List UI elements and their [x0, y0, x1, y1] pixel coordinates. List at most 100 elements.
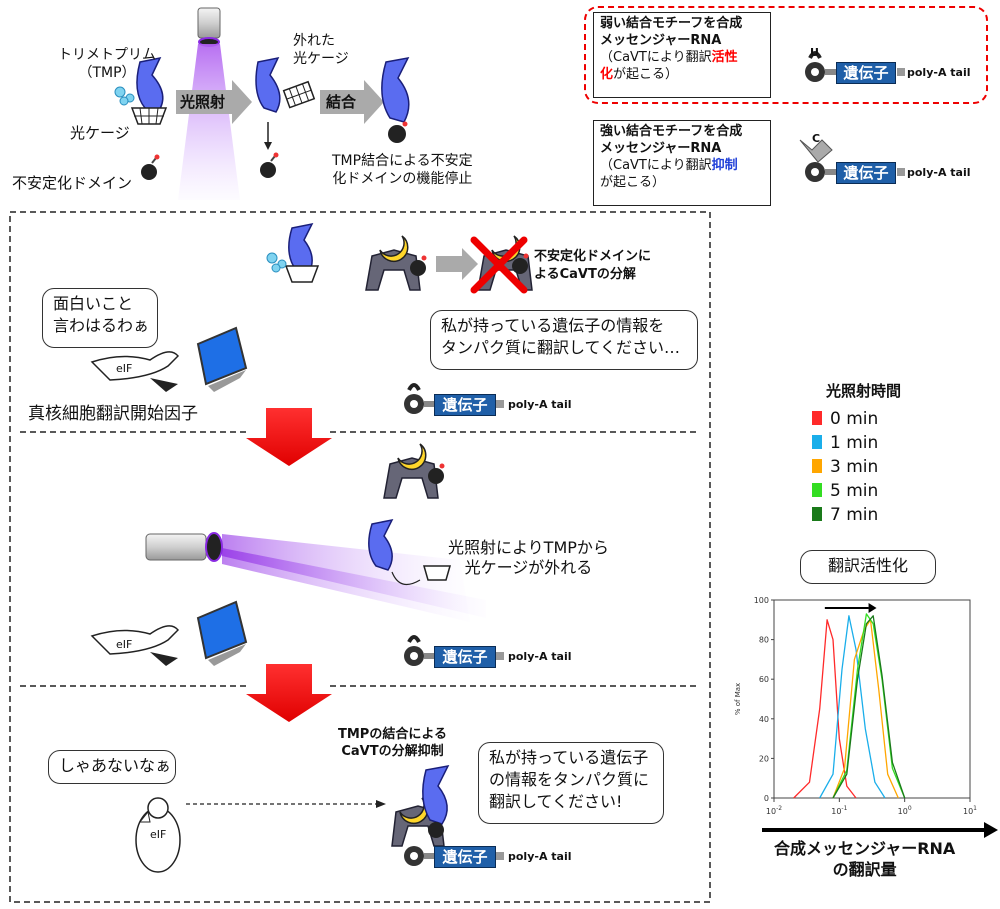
released-cage-icon: [282, 80, 316, 109]
bomb-icon: [141, 154, 160, 180]
weak-highlight-frame: [584, 6, 988, 104]
legend-swatch: [812, 483, 822, 497]
tmp-fish-icon: [255, 56, 281, 113]
gene-box: 遺伝子: [836, 162, 896, 184]
gray-arrow: [436, 248, 478, 280]
arrow-line: [391, 571, 421, 586]
cavt-icon: [383, 443, 445, 499]
flashlight-icon: [145, 532, 223, 562]
weak-box-text-end: が起こる）: [613, 67, 679, 82]
cavt-icon: [365, 235, 427, 291]
mrna-icon: [404, 383, 504, 414]
monitor-icon: [196, 326, 248, 392]
eif-caption: 真核細胞翻訳開始因子: [28, 404, 198, 424]
tmp-fish-icon: [381, 56, 410, 123]
y-tick-label: 80: [759, 636, 769, 645]
activation-arrowhead: [868, 603, 877, 613]
eif-tag: eIF: [116, 638, 133, 651]
x-tick-label: 101: [963, 805, 977, 816]
strong-highlight-text: 抑制: [711, 158, 738, 173]
polya-tail-label: poly-A tail: [508, 398, 572, 411]
legend-item: 1 min: [812, 432, 878, 454]
cavt-complex-icon: [391, 764, 450, 847]
polya-tail-label: poly-A tail: [508, 650, 572, 663]
chart-annotation: 翻訳活性化: [800, 550, 936, 584]
y-tick-label: 0: [764, 794, 769, 803]
eif-tag: eIF: [150, 828, 167, 841]
red-down-arrow: [246, 408, 332, 466]
mrna-weak-icon: [805, 51, 905, 82]
mrna-strong-icon: [799, 139, 905, 182]
strong-box-title: 強い結合モチーフを合成 メッセンジャーRNA: [600, 124, 743, 156]
x-tick-label: 10-1: [831, 805, 847, 816]
bomb-icon: [388, 121, 408, 143]
legend-title: 光照射時間: [826, 382, 902, 400]
weak-box-text: （CaVTにより翻訳: [600, 50, 712, 65]
y-tick-label: 100: [754, 596, 769, 605]
legend-swatch: [812, 459, 822, 473]
cap-u-label: U: [810, 46, 819, 59]
bubbles-icon: [266, 252, 287, 273]
photocage-label: 光ケージ: [70, 124, 130, 142]
penguin-speech-bubble: しゃあないなぁ: [48, 750, 176, 784]
x-tick-label: 100: [898, 805, 912, 816]
polya-tail-label: poly-A tail: [907, 166, 971, 179]
y-tick-label: 20: [759, 754, 769, 763]
polya-tail-label: poly-A tail: [508, 850, 572, 863]
y-tick-label: 60: [759, 675, 769, 684]
flashlight-icon: [197, 7, 221, 47]
cavt-degraded-icon: [470, 235, 533, 294]
photocage-basket-icon: [130, 107, 168, 125]
irradiation-arrow: [176, 80, 252, 124]
photocage-basket-icon: [423, 565, 451, 581]
cap-c-label: C: [812, 132, 821, 145]
monitor-icon: [196, 600, 248, 666]
legend-item: 5 min: [812, 480, 878, 502]
destab-label: 不安定化ドメイン: [12, 174, 133, 192]
tmp-label: トリメトプリム （TMP）: [58, 47, 156, 81]
plot-frame: [773, 599, 971, 799]
irradiation-arrow-label: 光照射: [180, 93, 226, 111]
mrna-speech-bubble: 私が持っている遺伝子 の情報をタンパク質に 翻訳してください!: [478, 742, 664, 824]
series-line-1-min: [819, 615, 886, 799]
weak-motif-box: 弱い結合モチーフを合成 メッセンジャーRNA （CaVTにより翻訳活性 化が起こ…: [593, 12, 771, 98]
tmp-fish-icon: [368, 518, 394, 571]
binding-arrow-label: 結合: [326, 93, 357, 111]
bubbles-icon: [114, 86, 135, 106]
bird-speech-bubble: 面白いこと 言わはるわぁ: [42, 288, 158, 348]
strong-box-text-end: が起こる）: [600, 175, 666, 190]
weak-highlight-text: 活性 化: [600, 50, 738, 82]
released-cage-label: 外れた 光ケージ: [293, 33, 349, 67]
bird-eif-icon: [90, 351, 180, 392]
legend-swatch: [812, 435, 822, 449]
mrna-icon: [404, 635, 504, 666]
mrna-speech-bubble: 私が持っている遺伝子の情報を タンパク質に翻訳してください…: [430, 310, 698, 370]
legend-item: 3 min: [812, 456, 878, 478]
legend-swatch: [812, 411, 822, 425]
mrna-icon: [404, 846, 504, 866]
light-beam: [178, 44, 240, 200]
gene-box: 遺伝子: [836, 62, 896, 84]
series-line-7-min: [832, 615, 906, 799]
light-label: 光照射によりTMPから 光ケージが外れる: [448, 538, 609, 577]
legend-swatch: [812, 507, 822, 521]
red-down-arrow: [246, 664, 332, 722]
gene-box: 遺伝子: [434, 846, 496, 868]
eif-tag: eIF: [116, 362, 133, 375]
x-tick-label: 10-2: [766, 805, 782, 816]
y-tick-label: 40: [759, 715, 769, 724]
strong-motif-box: 強い結合モチーフを合成 メッセンジャーRNA （CaVTにより翻訳抑制 が起こる…: [593, 120, 771, 206]
gene-box: 遺伝子: [434, 394, 496, 416]
legend-item: 0 min: [812, 408, 878, 430]
stop-label: TMP結合による不安定 化ドメインの機能停止: [332, 153, 473, 187]
suppress-label: TMPの結合による CaVTの分解抑制: [338, 727, 447, 759]
bird-eif-icon: [90, 625, 180, 666]
legend-item: 7 min: [812, 504, 878, 526]
degradation-label: 不安定化ドメインに よるCaVTの分解: [534, 249, 652, 282]
bomb-icon: [260, 152, 279, 178]
series-line-3-min: [832, 619, 899, 799]
chart-xlabel: 合成メッセンジャーRNA の翻訳量: [774, 839, 956, 879]
penguin-eif-icon: [135, 797, 181, 873]
